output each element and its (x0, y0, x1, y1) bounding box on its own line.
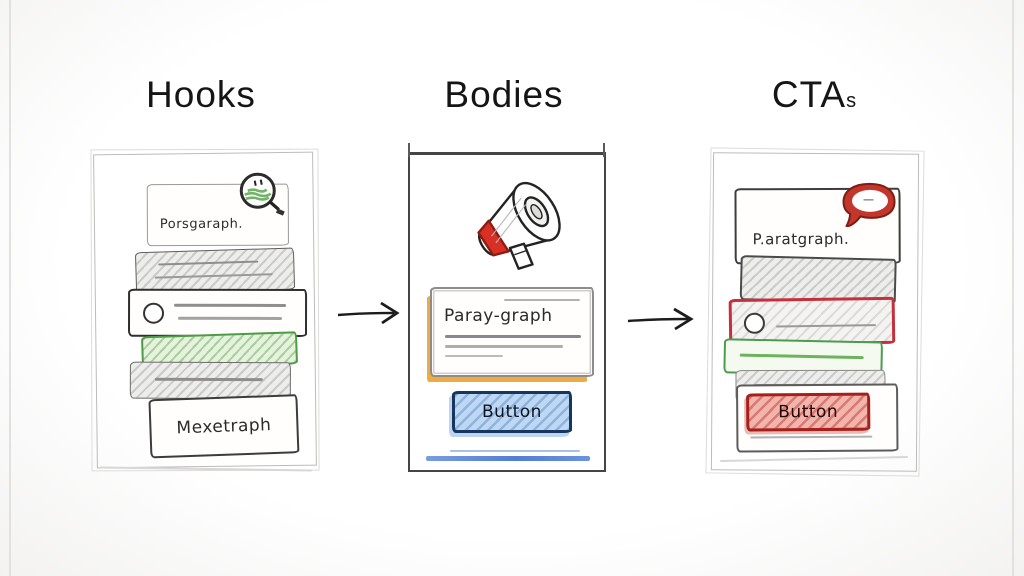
row-line (154, 273, 273, 279)
card-line (750, 435, 873, 439)
bodies-frame: Paray-graph Button (408, 143, 606, 472)
hooks-bottom-card: Mexetraph (148, 394, 300, 459)
ctas-paragraph-label: P.aratgraph. (752, 229, 850, 249)
radio-circle-icon (143, 302, 165, 324)
right-arrow-icon (337, 301, 400, 325)
hooks-paragraph-label: Porsgaraph. (159, 216, 244, 233)
card-line (445, 355, 503, 357)
blue-underline-light (450, 450, 580, 452)
bodies-paragraph-card: Paray-graph (430, 287, 594, 377)
frame-tick (408, 143, 410, 157)
speech-bubble-icon (842, 182, 896, 228)
right-edge-line (1012, 0, 1014, 576)
row-line (154, 377, 263, 382)
hooks-title: Hooks (146, 74, 256, 115)
hooks-frame: Porsgaraph. Mexetr (93, 151, 317, 469)
ctas-button: Button (746, 392, 871, 432)
ctas-title: CTAs (771, 74, 857, 115)
row-line (158, 260, 259, 266)
ctas-frame: P.aratgraph. Button (710, 152, 920, 472)
card-line (445, 335, 581, 338)
right-arrow-icon (627, 307, 694, 331)
bodies-paragraph-label: Paray-graph (444, 306, 553, 326)
stray-line (99, 466, 313, 471)
row-line (739, 353, 864, 359)
hooks-paragraph-card: Porsgaraph. (146, 172, 289, 247)
ctas-button-label: Button (778, 401, 839, 423)
bodies-button-label: Button (482, 402, 542, 422)
ctas-title-suffix: s (846, 90, 857, 112)
row-line (178, 316, 283, 320)
radio-circle-icon (743, 312, 766, 334)
card-line (504, 299, 580, 301)
ctas-paragraph-card: P.aratgraph. (734, 182, 901, 265)
ctas-bottom-card: Button (736, 383, 899, 453)
left-edge-line (9, 0, 11, 576)
hooks-row-radio (127, 288, 308, 338)
hooks-row-hatched-1 (134, 247, 296, 295)
bodies-button: Button (452, 391, 572, 433)
blue-underline (426, 456, 590, 461)
hooks-bottom-label: Mexetraph (176, 414, 272, 438)
card-line (445, 345, 563, 348)
hooks-row-hatched-2 (129, 361, 291, 400)
magnifier-scribble-icon (239, 172, 285, 216)
megaphone-icon (477, 181, 561, 270)
row-line (174, 303, 287, 307)
frame-tick (603, 143, 605, 157)
bodies-title: Bodies (444, 74, 564, 115)
row-line (775, 324, 877, 328)
